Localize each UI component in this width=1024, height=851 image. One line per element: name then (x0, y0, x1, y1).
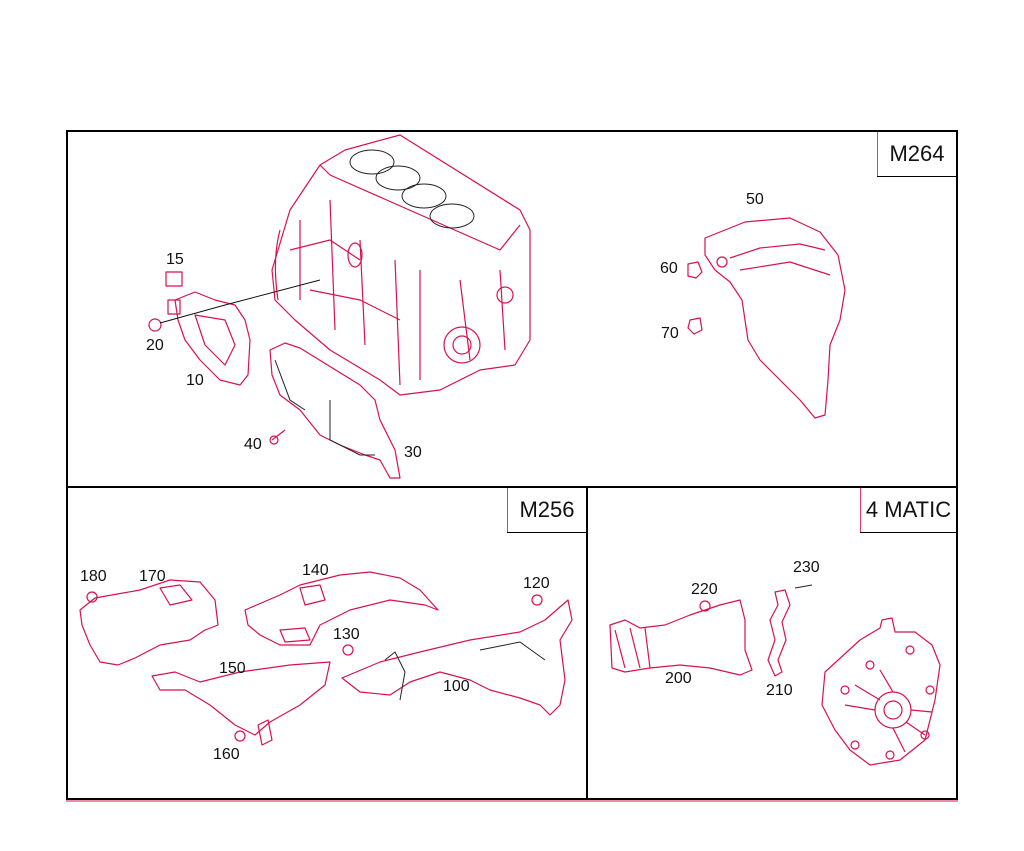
callout-180[interactable]: 180 (80, 568, 107, 585)
callout-210[interactable]: 210 (766, 682, 793, 699)
callout-140[interactable]: 140 (302, 562, 329, 579)
frame-bottom-edge (66, 800, 958, 802)
callout-150[interactable]: 150 (219, 660, 246, 677)
section-label-4matic: 4 MATIC (860, 487, 957, 533)
section-divider-vertical (586, 486, 588, 800)
callout-120[interactable]: 120 (523, 575, 550, 592)
callout-230[interactable]: 230 (793, 559, 820, 576)
callout-70[interactable]: 70 (661, 325, 679, 342)
callout-30[interactable]: 30 (404, 444, 422, 461)
diagram-frame (66, 130, 958, 800)
callout-100[interactable]: 100 (443, 678, 470, 695)
section-label-m256: M256 (507, 487, 587, 533)
callout-200[interactable]: 200 (665, 670, 692, 687)
callout-170[interactable]: 170 (139, 568, 166, 585)
callout-50[interactable]: 50 (746, 191, 764, 208)
callout-20[interactable]: 20 (146, 337, 164, 354)
section-label-m264: M264 (877, 131, 957, 177)
callout-160[interactable]: 160 (213, 746, 240, 763)
callout-40[interactable]: 40 (244, 436, 262, 453)
callout-220[interactable]: 220 (691, 581, 718, 598)
callout-10[interactable]: 10 (186, 372, 204, 389)
callout-15[interactable]: 15 (166, 251, 184, 268)
callout-130[interactable]: 130 (333, 626, 360, 643)
callout-60[interactable]: 60 (660, 260, 678, 277)
